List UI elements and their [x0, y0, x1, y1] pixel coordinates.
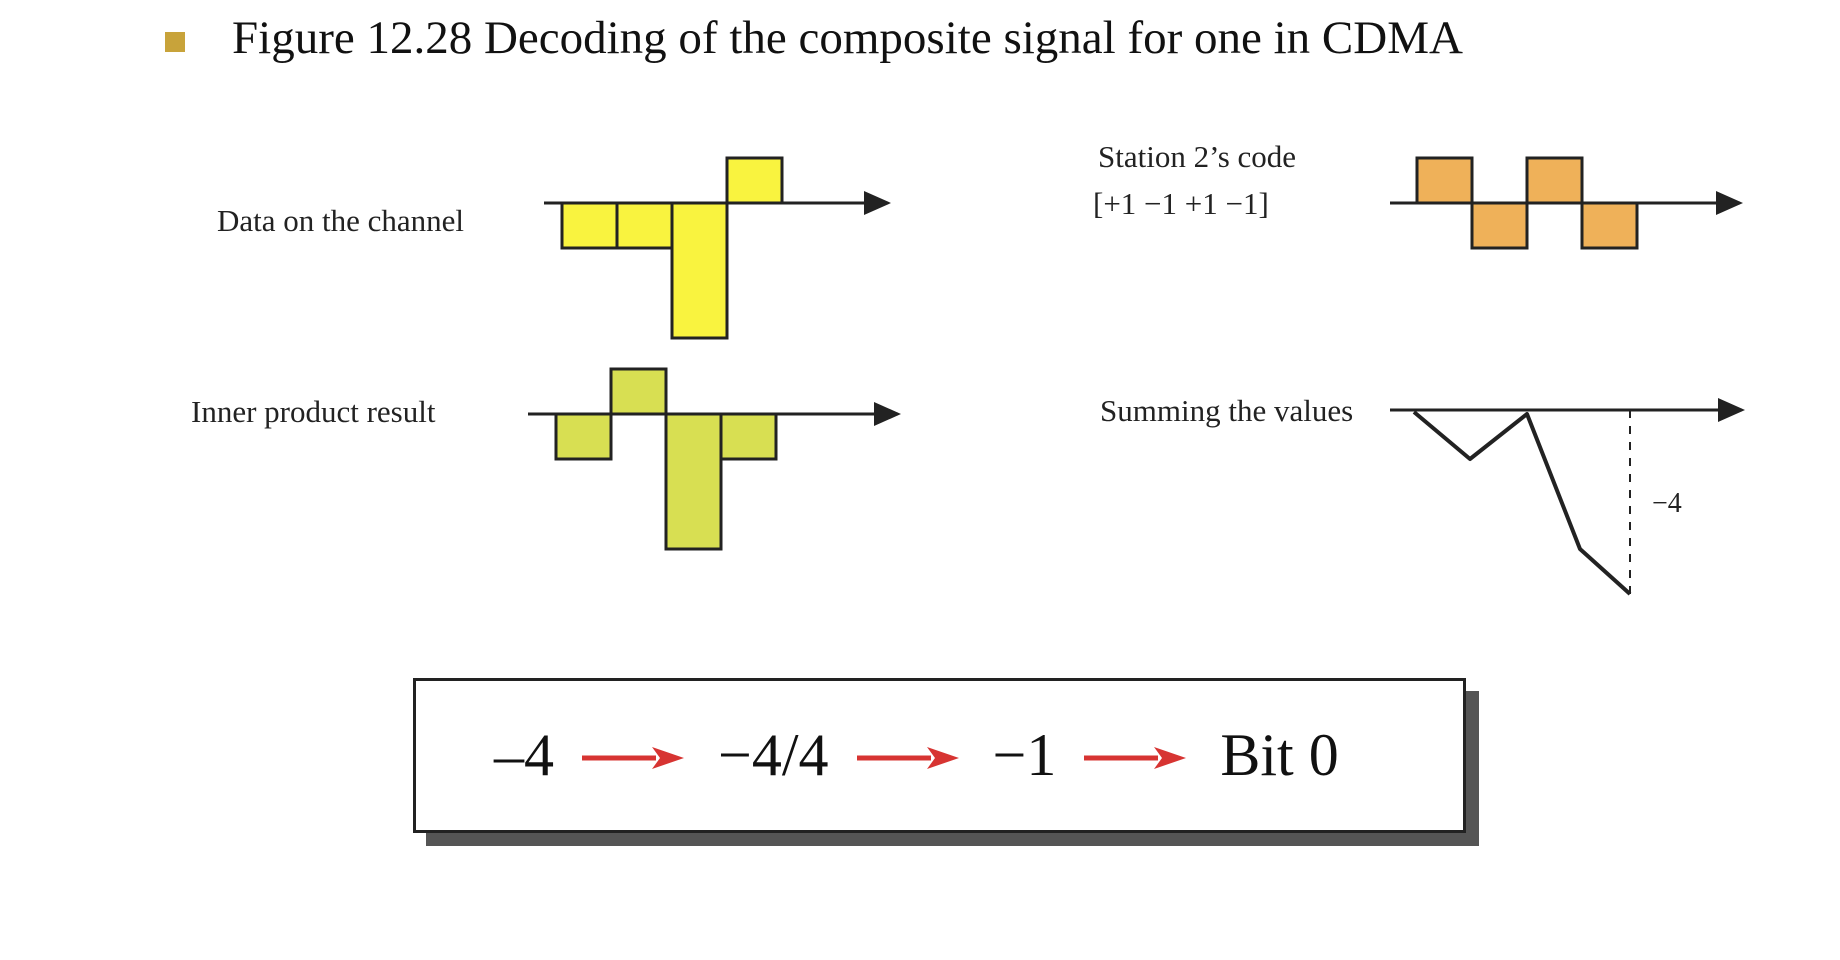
station-code-label: Station 2’s code	[1098, 139, 1296, 174]
product-bar-1	[554, 412, 613, 461]
summing-label: Summing the values	[1100, 393, 1353, 428]
inner-product-chart	[554, 367, 778, 551]
decoding-result-box: –4 −4/4 −1 Bit 0	[413, 678, 1466, 833]
running-sum-line	[1412, 410, 1632, 596]
data-bar-2	[615, 201, 674, 250]
product-bar-2	[609, 367, 668, 416]
red-arrow-icon	[582, 746, 684, 769]
station-code-values: [+1 −1 +1 −1]	[1093, 186, 1269, 221]
result-step-divide: −4/4	[718, 722, 829, 788]
code-bar-4	[1580, 201, 1639, 250]
data-channel-label: Data on the channel	[217, 203, 464, 238]
result-step-bit: Bit 0	[1220, 722, 1339, 788]
data-channel-chart	[560, 156, 784, 340]
inner-product-label: Inner product result	[191, 394, 436, 429]
title-bullet	[165, 32, 185, 52]
code-bar-2	[1470, 201, 1529, 250]
data-bar-3	[670, 201, 729, 340]
result-step-sum: –4	[494, 722, 554, 788]
figure-title: Figure 12.28 Decoding of the composite s…	[232, 12, 1463, 64]
red-arrow-icon	[1084, 746, 1187, 769]
product-bar-4	[719, 412, 778, 461]
result-step-value: −1	[992, 722, 1057, 788]
data-bar-4	[725, 156, 784, 205]
red-arrow-icon	[856, 746, 959, 769]
final-sum-value: −4	[1652, 488, 1682, 519]
code-bar-3	[1525, 156, 1584, 205]
data-bar-1	[560, 201, 619, 250]
product-bar-3	[664, 412, 723, 551]
code-bar-1	[1415, 156, 1474, 205]
